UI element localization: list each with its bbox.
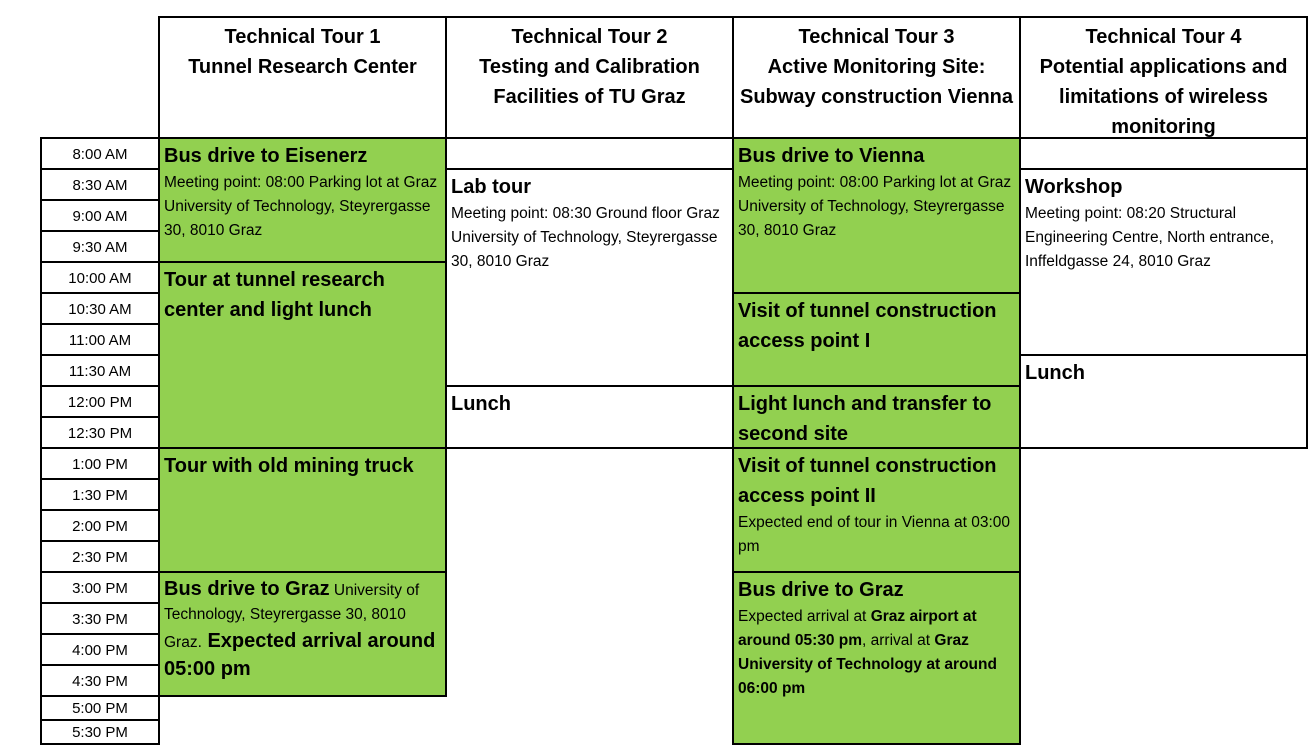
header-tour-3-line3: Subway construction Vienna (739, 86, 1014, 108)
header-tour-3-line1: Technical Tour 3 (798, 26, 955, 48)
time-slot: 10:00 AM (40, 261, 160, 294)
time-slot: 2:30 PM (40, 540, 160, 573)
tour3-light-lunch: Light lunch and transfer to second site (732, 385, 1021, 449)
activity-title: Lunch (451, 393, 511, 415)
time-slot: 8:00 AM (40, 137, 160, 170)
tour3-bus-to-graz: Bus drive to Graz Expected arrival at Gr… (732, 571, 1021, 745)
header-tour-2: Technical Tour 2 Testing and Calibration… (445, 16, 734, 139)
tour4-workshop: Workshop Meeting point: 08:20 Structural… (1019, 168, 1308, 356)
time-slot: 12:00 PM (40, 385, 160, 418)
detail-part: , arrival at (862, 632, 935, 649)
header-tour-3: Technical Tour 3 Active Monitoring Site:… (732, 16, 1021, 139)
time-slot: 3:00 PM (40, 571, 160, 604)
header-tour-2-line2: Testing and Calibration (479, 56, 700, 78)
detail-part: Graz University of Technology at around … (738, 632, 997, 697)
activity-title: Lunch (1025, 362, 1085, 384)
tour4-lunch: Lunch (1019, 354, 1308, 449)
tour1-bus-to-graz: Bus drive to Graz University of Technolo… (158, 571, 447, 697)
header-tour-3-line2: Active Monitoring Site: (767, 56, 986, 78)
time-slot: 9:00 AM (40, 199, 160, 232)
tour4-empty-slot (1019, 137, 1308, 170)
tour1-mining-truck-tour: Tour with old mining truck (158, 447, 447, 573)
header-tour-2-line3: Facilities of TU Graz (493, 86, 686, 108)
time-slot: 10:30 AM (40, 292, 160, 325)
time-slot: 2:00 PM (40, 509, 160, 542)
header-tour-4: Technical Tour 4 Potential applications … (1019, 16, 1308, 139)
activity-title: Light lunch and transfer to second site (738, 393, 992, 445)
tour2-lab-tour: Lab tour Meeting point: 08:30 Ground flo… (445, 168, 734, 387)
tour1-bus-to-eisenerz: Bus drive to Eisenerz Meeting point: 08:… (158, 137, 447, 263)
activity-title: Visit of tunnel construction access poin… (738, 300, 997, 352)
detail-part: Expected arrival at (738, 608, 871, 625)
tour3-bus-to-vienna: Bus drive to Vienna Meeting point: 08:00… (732, 137, 1021, 294)
header-tour-1-line2: Tunnel Research Center (188, 56, 417, 78)
time-slot: 1:00 PM (40, 447, 160, 480)
header-tour-4-line2: Potential applications and (1039, 56, 1288, 78)
time-slot: 11:30 AM (40, 354, 160, 387)
activity-title: Bus drive to Vienna (738, 145, 925, 167)
activity-arrival: Expected arrival around 05:00 pm (164, 630, 436, 680)
activity-detail: Meeting point: 08:30 Ground floor Graz U… (451, 205, 720, 270)
time-slot: 12:30 PM (40, 416, 160, 449)
tour3-access-point-2: Visit of tunnel construction access poin… (732, 447, 1021, 573)
time-slot: 3:30 PM (40, 602, 160, 635)
activity-title: Tour with old mining truck (164, 455, 414, 477)
time-slot: 5:00 PM (40, 695, 160, 721)
activity-title: Bus drive to Graz (164, 578, 330, 600)
time-slot: 1:30 PM (40, 478, 160, 511)
header-tour-4-line3: limitations of wireless monitoring (1059, 86, 1268, 138)
activity-title: Lab tour (451, 176, 531, 198)
tour3-access-point-1: Visit of tunnel construction access poin… (732, 292, 1021, 387)
time-slot: 4:30 PM (40, 664, 160, 697)
time-slot: 4:00 PM (40, 633, 160, 666)
tour2-empty-slot (445, 137, 734, 170)
activity-detail: Meeting point: 08:20 Structural Engineer… (1025, 205, 1275, 270)
tour1-tunnel-research-tour: Tour at tunnel research center and light… (158, 261, 447, 449)
time-slot: 5:30 PM (40, 719, 160, 745)
activity-title: Visit of tunnel construction access poin… (738, 455, 997, 507)
activity-detail: University of Technology, Steyrergasse 3… (164, 582, 420, 651)
activity-title: Bus drive to Graz (738, 579, 904, 601)
time-slot: 11:00 AM (40, 323, 160, 356)
activity-title: Bus drive to Eisenerz (164, 145, 368, 167)
tour2-lunch: Lunch (445, 385, 734, 449)
activity-detail: Expected arrival at Graz airport at arou… (738, 605, 1015, 701)
detail-part: Graz airport at around 05:30 pm (738, 608, 977, 649)
activity-title: Workshop (1025, 176, 1123, 198)
header-tour-1: Technical Tour 1 Tunnel Research Center (158, 16, 447, 139)
activity-title: Tour at tunnel research center and light… (164, 269, 385, 321)
header-tour-1-line1: Technical Tour 1 (224, 26, 381, 48)
time-slot: 9:30 AM (40, 230, 160, 263)
header-tour-2-line1: Technical Tour 2 (511, 26, 668, 48)
header-tour-4-line1: Technical Tour 4 (1085, 26, 1242, 48)
activity-detail: Meeting point: 08:00 Parking lot at Graz… (738, 174, 1012, 239)
activity-detail: Meeting point: 08:00 Parking lot at Graz… (164, 174, 438, 239)
time-slot: 8:30 AM (40, 168, 160, 201)
activity-detail: Expected end of tour in Vienna at 03:00 … (738, 514, 1011, 555)
